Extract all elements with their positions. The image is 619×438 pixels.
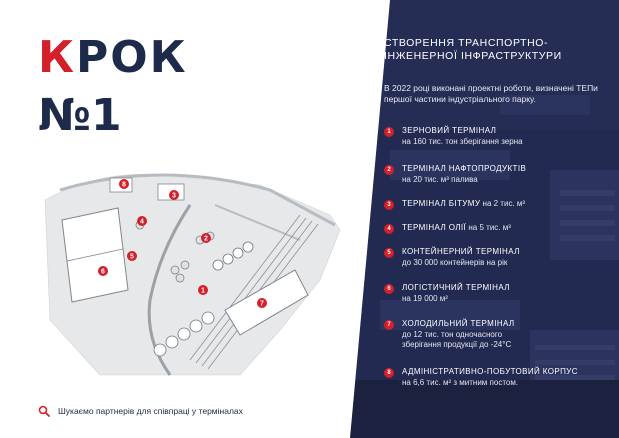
- item-detail: на 19 000 м²: [402, 293, 448, 303]
- item-title: ЗЕРНОВИЙ ТЕРМІНАЛ: [402, 126, 497, 135]
- map-marker-7: 7: [257, 298, 267, 308]
- svg-text:7: 7: [260, 301, 264, 308]
- title-rest: РОК: [75, 32, 188, 83]
- item-number-badge: 3: [384, 200, 394, 210]
- heading-line-2: ІНЖЕНЕРНОЇ ІНФРАСТРУКТУРИ: [384, 50, 562, 62]
- svg-text:5: 5: [130, 254, 134, 261]
- item-number-badge: 7: [384, 320, 394, 330]
- item-number-badge: 6: [384, 284, 394, 294]
- intro-text: В 2022 році виконані проектні роботи, ви…: [384, 83, 598, 104]
- industrial-photo-background: [350, 0, 619, 438]
- panel-divider: [350, 0, 390, 438]
- svg-text:8: 8: [122, 182, 126, 189]
- item-detail: до 12 тис. тон одночасного: [402, 329, 503, 339]
- item-number-badge: 8: [384, 368, 394, 378]
- item-title: ТЕРМІНАЛ ОЛІЇ: [402, 223, 467, 232]
- list-item: 3 ТЕРМІНАЛ БІТУМУ на 2 тис. м³: [384, 199, 616, 210]
- item-detail: на 20 тис. м³ палива: [402, 174, 478, 184]
- site-plan-map: 1 2 3 4 5 6 7 8: [40, 160, 345, 380]
- item-detail: до 30 000 контейнерів на рік: [402, 257, 508, 267]
- list-item: 4 ТЕРМІНАЛ ОЛІЇ на 5 тис. м³: [384, 223, 616, 234]
- item-title: ТЕРМІНАЛ НАФТОПРОДУКТІВ: [402, 164, 527, 173]
- section-heading: СТВОРЕННЯ ТРАНСПОРТНО- ІНЖЕНЕРНОЇ ІНФРАС…: [384, 37, 614, 63]
- page-title: КРОК: [38, 36, 188, 80]
- item-title: КОНТЕЙНЕРНИЙ ТЕРМІНАЛ: [402, 247, 520, 256]
- map-marker-8: 8: [119, 179, 129, 189]
- map-marker-3: 3: [169, 190, 179, 200]
- item-title: ЛОГІСТИЧНИЙ ТЕРМІНАЛ: [402, 283, 510, 292]
- item-title: АДМІНІСТРАТИВНО-ПОБУТОВИЙ КОРПУС: [402, 367, 578, 376]
- svg-text:2: 2: [204, 236, 208, 243]
- item-detail: на 6,6 тис. м² з митним постом.: [402, 377, 519, 387]
- map-marker-6: 6: [98, 266, 108, 276]
- title-accent-letter: К: [38, 32, 76, 83]
- map-marker-2: 2: [201, 233, 211, 243]
- item-detail: на 2 тис. м³: [482, 199, 526, 208]
- svg-text:6: 6: [101, 269, 105, 276]
- partners-note: Шукаємо партнерів для співпраці у термін…: [38, 405, 243, 417]
- heading-line-1: СТВОРЕННЯ ТРАНСПОРТНО-: [384, 37, 549, 49]
- page-title-number: №1: [38, 90, 122, 141]
- map-marker-5: 5: [127, 251, 137, 261]
- search-icon: [38, 405, 50, 417]
- right-panel: [350, 0, 619, 438]
- svg-text:4: 4: [140, 219, 144, 226]
- map-marker-4: 4: [137, 216, 147, 226]
- partners-note-text: Шукаємо партнерів для співпраці у термін…: [58, 406, 243, 416]
- item-detail-2: зберігання продукції до -24°С: [402, 340, 512, 349]
- item-detail: на 5 тис. м³: [468, 223, 511, 232]
- svg-text:3: 3: [172, 193, 176, 200]
- map-marker-1: 1: [198, 285, 208, 295]
- item-number-badge: 5: [384, 248, 394, 258]
- left-panel: КРОК №1: [38, 35, 345, 417]
- item-detail: на 160 тис. тон зберігання зерна: [402, 136, 523, 146]
- item-number-badge: 1: [384, 127, 394, 137]
- item-title: ТЕРМІНАЛ БІТУМУ: [402, 199, 481, 208]
- item-number-badge: 2: [384, 165, 394, 175]
- svg-text:1: 1: [201, 288, 205, 295]
- item-title: ХОЛОДИЛЬНИЙ ТЕРМІНАЛ: [402, 319, 515, 328]
- item-number-badge: 4: [384, 224, 394, 234]
